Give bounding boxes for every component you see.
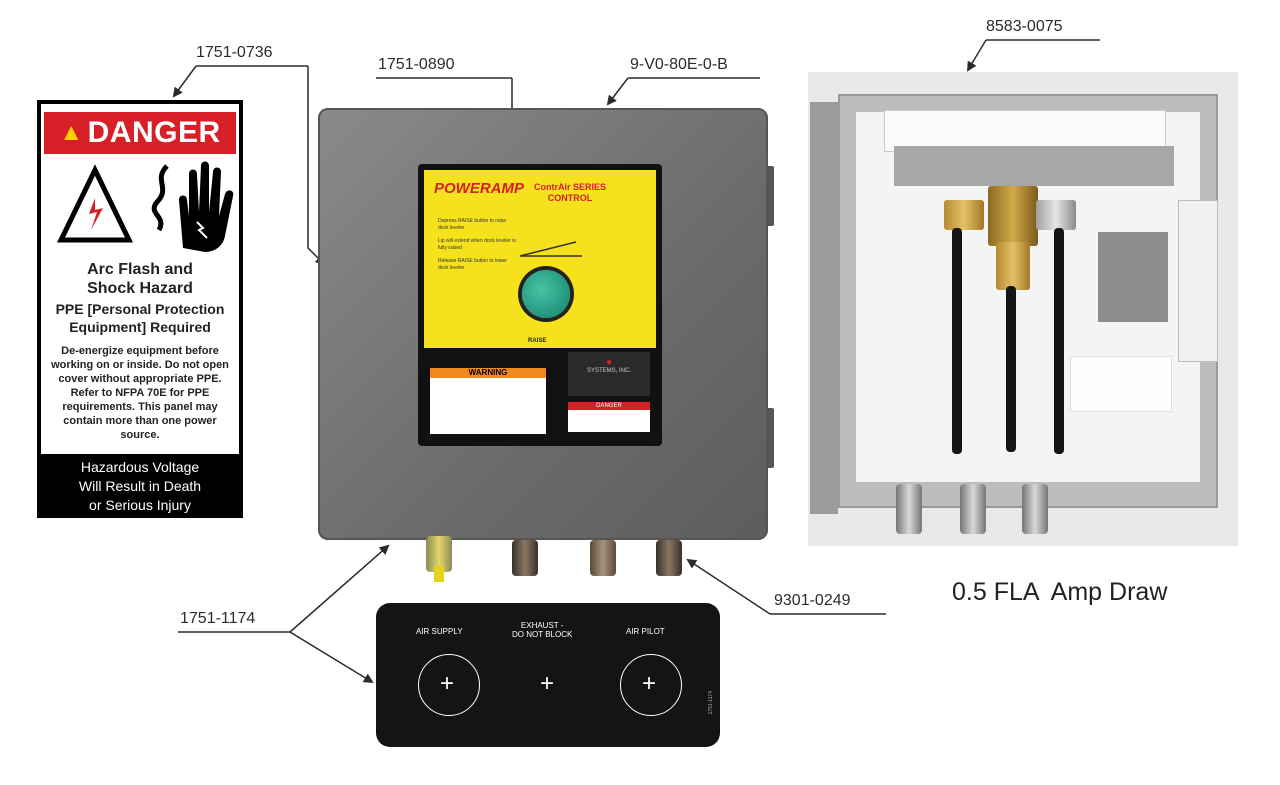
danger-footer-line1: Hazardous Voltage	[80, 459, 200, 475]
air-hose	[1054, 228, 1064, 454]
internal-assembly-photo	[808, 72, 1238, 546]
part-number-internal-assembly: 8583-0075	[986, 18, 1063, 35]
operating-instructions: Depress RAISE button to raise dock level…	[438, 218, 516, 272]
bulkhead-fitting	[960, 484, 986, 534]
instruction-step: Release RAISE button to lower dock level…	[438, 258, 507, 271]
enclosure-door	[810, 102, 838, 514]
wiring-diagram-sheet	[884, 110, 1166, 152]
callout-line-enclosure	[606, 77, 760, 106]
exhaust-fitting	[512, 540, 538, 576]
part-number-port-plate: 1751-1174	[180, 610, 256, 627]
ppe-requirement: PPE [Personal Protection Equipment] Requ…	[41, 300, 239, 336]
arc-flash-title: Arc Flash and Shock Hazard	[41, 260, 239, 298]
instruction-step: Depress RAISE button to raise dock level…	[438, 218, 507, 231]
part-number-yellow-overlay: 1751-0890	[378, 56, 455, 73]
exhaust-label: EXHAUST - DO NOT BLOCK	[512, 621, 572, 639]
warning-triangle-icon: ▲	[59, 119, 84, 146]
air-pilot-port-ring	[620, 654, 682, 716]
small-danger-header: DANGER	[568, 402, 650, 410]
exhaust-label-line2: DO NOT BLOCK	[512, 630, 573, 639]
ppe-line1: PPE [Personal Protection	[55, 301, 225, 317]
silver-elbow	[1036, 200, 1076, 230]
company-logo: ● SYSTEMS, INC.	[568, 352, 650, 396]
callout-line-internal-assembly	[966, 39, 1100, 72]
yellow-hose	[434, 566, 444, 582]
pilot-valve	[988, 186, 1038, 246]
small-danger-decal: DANGER	[568, 402, 650, 432]
company-name: SYSTEMS, INC.	[586, 368, 631, 374]
part-number-port-fitting: 9301-0249	[774, 592, 851, 609]
hinge	[766, 408, 774, 468]
brass-elbow	[944, 200, 984, 230]
callout-line-port-plate	[178, 544, 390, 684]
series-title: ContrAir SERIES CONTROL	[534, 182, 606, 204]
air-hose	[1006, 286, 1016, 452]
exhaust-label-line1: EXHAUST -	[520, 621, 564, 630]
danger-footer-line2: Will Result in Death	[78, 478, 202, 494]
instruction-step: Lip will extend when dock leveler is ful…	[438, 238, 516, 251]
danger-label: ▲ DANGER Arc Flash and Shock Hazard PPE …	[37, 100, 243, 581]
shock-hand-icon	[151, 161, 234, 252]
terminal-block	[1098, 232, 1168, 322]
air-supply-port-ring	[418, 654, 480, 716]
info-sticker	[1070, 356, 1172, 412]
bulkhead-fitting	[1022, 484, 1048, 534]
callout-line-port-fitting	[686, 558, 886, 615]
part-number-danger-label: 1751-0736	[196, 44, 273, 61]
warning-decal: WARNING	[430, 368, 546, 434]
danger-footer: Hazardous Voltage Will Result in Death o…	[37, 458, 243, 515]
pilot-fitting	[590, 540, 616, 576]
port-label-plate: AIR SUPPLY EXHAUST - DO NOT BLOCK AIR PI…	[376, 603, 720, 747]
danger-label-code: 1751-0736 Rev A	[217, 566, 241, 582]
arc-flash-icon	[57, 164, 133, 243]
open-enclosure	[838, 94, 1218, 508]
series-line1: ContrAir SERIES	[534, 182, 607, 192]
danger-label-body: ▲ DANGER Arc Flash and Shock Hazard PPE …	[41, 104, 239, 454]
valve-body	[996, 242, 1030, 290]
leveler-diagram-icon	[519, 241, 582, 257]
air-pilot-label: AIR PILOT	[626, 627, 665, 636]
air-hose	[952, 228, 962, 454]
brand-logo: POWERAMP	[434, 180, 524, 197]
crosshair-icon: +	[440, 670, 455, 697]
company-mark: ●	[605, 357, 613, 368]
warning-decal-header: WARNING	[430, 368, 546, 378]
danger-footer-line3: or Serious Injury	[89, 497, 191, 513]
circuit-breaker	[1178, 200, 1218, 362]
raise-button[interactable]	[522, 270, 570, 318]
plate-code: 1751-1174	[708, 691, 714, 715]
overlay-face: POWERAMP ContrAir SERIES CONTROL Depress…	[424, 170, 656, 348]
part-number-enclosure: 9-V0-80E-0-B	[630, 56, 728, 73]
din-rail	[894, 146, 1174, 186]
arc-flash-title-line1: Arc Flash and	[87, 261, 193, 278]
air-supply-label: AIR SUPPLY	[416, 627, 463, 636]
amp-draw-label: 0.5 FLA Amp Draw	[952, 578, 1168, 606]
yellow-overlay-panel: POWERAMP ContrAir SERIES CONTROL Depress…	[418, 164, 662, 446]
arc-flash-title-line2: Shock Hazard	[87, 280, 193, 297]
cord-grip-fitting	[656, 540, 682, 576]
bulkhead-fitting	[896, 484, 922, 534]
series-line2: CONTROL	[547, 193, 593, 203]
danger-instructions: De-energize equipment before working on …	[51, 345, 229, 441]
crosshair-icon: +	[642, 670, 657, 697]
danger-header: ▲ DANGER	[44, 112, 236, 154]
danger-header-text: DANGER	[87, 116, 221, 149]
crosshair-icon: +	[540, 670, 555, 697]
hinge	[766, 166, 774, 226]
ppe-line2: Equipment] Required	[69, 319, 211, 335]
raise-button-label: RAISE	[528, 338, 547, 344]
